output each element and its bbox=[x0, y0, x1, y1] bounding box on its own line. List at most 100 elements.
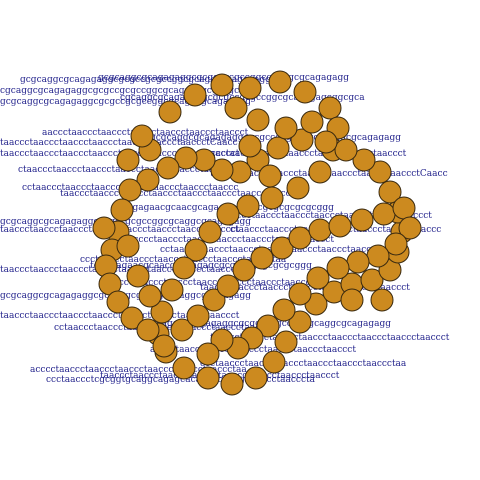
chain-bead bbox=[174, 146, 198, 170]
sequence-line-overprint: taaccctaaccctaaccctaaccctaaccctaaccctaac… bbox=[210, 333, 450, 343]
sequence-line: gcgcaggcgcagagaggcgcgccgcgccggcgcaggcgca… bbox=[0, 217, 251, 227]
chain-bead bbox=[368, 160, 392, 184]
bead-chain-layer bbox=[92, 70, 422, 396]
chain-bead bbox=[334, 138, 358, 162]
chain-bead bbox=[308, 160, 332, 184]
chain-bead bbox=[183, 83, 207, 107]
chain-bead bbox=[266, 136, 290, 160]
chain-bead bbox=[274, 330, 298, 354]
chain-bead bbox=[318, 96, 342, 120]
chain-bead bbox=[196, 366, 220, 390]
chain-bead bbox=[232, 258, 256, 282]
chain-bead bbox=[106, 290, 130, 314]
chain-bead bbox=[250, 246, 274, 270]
chain-bead bbox=[270, 236, 294, 260]
chain-bead bbox=[152, 334, 176, 358]
sequence-line: acccctaaccctaaccctaaccctaaccctaaccctaacc… bbox=[128, 235, 334, 245]
chain-bead bbox=[136, 168, 160, 192]
chain-bead bbox=[150, 300, 174, 324]
sequence-line: taaccctaaccctaaccctaaccctaaccctaaccctaac… bbox=[0, 265, 240, 275]
chain-bead bbox=[246, 108, 270, 132]
chain-bead bbox=[236, 194, 260, 218]
sequence-line-overprint: aaccctaaccctaaccctaaccctaaccctaaccctaacc… bbox=[200, 149, 407, 159]
chain-bead bbox=[202, 288, 226, 312]
chain-bead bbox=[288, 226, 312, 250]
chain-bead bbox=[92, 216, 116, 240]
chain-bead bbox=[290, 128, 314, 152]
chain-bead bbox=[360, 268, 384, 292]
chain-bead bbox=[346, 250, 370, 274]
chain-bead bbox=[126, 264, 150, 288]
chain-bead bbox=[210, 328, 234, 352]
sequence-line-overprint: ccctaaccctaaccctaaccctaaccctaaccctaaccct… bbox=[200, 359, 407, 369]
chain-bead bbox=[370, 288, 394, 312]
chain-bead bbox=[210, 73, 234, 97]
sequence-line: gcgcaggcgcagagaggcgcgccgcgccggcgcaggcgca… bbox=[20, 75, 271, 85]
chain-bead bbox=[378, 180, 402, 204]
chain-bead bbox=[300, 110, 324, 134]
chain-bead bbox=[258, 164, 282, 188]
sequence-line: cgcaggcgcagagaggcgcgccgcgccggcgcagagagcg… bbox=[0, 86, 245, 96]
chain-bead bbox=[216, 202, 240, 226]
chain-bead bbox=[260, 186, 284, 210]
chain-bead bbox=[244, 366, 268, 390]
chain-bead bbox=[170, 318, 194, 342]
chain-bead bbox=[196, 342, 220, 366]
chain-bead bbox=[120, 306, 144, 330]
chain-bead bbox=[274, 116, 298, 140]
chain-bead bbox=[110, 198, 134, 222]
chain-bead bbox=[186, 304, 210, 328]
chain-bead bbox=[272, 298, 296, 322]
chain-bead bbox=[268, 70, 292, 94]
chain-bead bbox=[224, 96, 248, 120]
chain-bead bbox=[220, 372, 244, 396]
chain-bead bbox=[198, 220, 222, 244]
chain-bead bbox=[136, 318, 160, 342]
chain-bead bbox=[158, 100, 182, 124]
chain-bead bbox=[288, 310, 312, 334]
chain-bead bbox=[293, 80, 317, 104]
chain-bead bbox=[384, 232, 408, 256]
chain-bead bbox=[328, 214, 352, 238]
sequence-line: gcgcaggcgcagagaggcgcgccgcgccggcgcaggcgca… bbox=[0, 97, 251, 107]
chain-bead bbox=[172, 256, 196, 280]
sequence-line: taaccctaaccctaaccctaaccctaaccctaaccctaac… bbox=[0, 311, 240, 321]
chain-bead bbox=[366, 244, 390, 268]
chain-bead bbox=[286, 176, 310, 200]
chain-bead bbox=[238, 134, 262, 158]
chain-bead bbox=[256, 314, 280, 338]
chain-bead bbox=[116, 148, 140, 172]
sequence-line-overprint: cgcaggcgcagagaggcgcgccgcgccggcgcagagagcg… bbox=[120, 93, 365, 103]
chain-bead bbox=[372, 202, 396, 226]
chain-bead bbox=[314, 130, 338, 154]
sequence-line: taaccctaaccctaaccctaaccctaaccctaaccctaac… bbox=[222, 211, 432, 221]
sequence-line-overprint: acccctaaccctaaccctaaccctaaccctaaccctaacc… bbox=[150, 345, 356, 355]
chain-bead bbox=[238, 76, 262, 100]
chain-bead bbox=[288, 282, 312, 306]
chain-bead bbox=[160, 278, 184, 302]
chain-bead bbox=[184, 238, 208, 262]
chain-bead bbox=[116, 234, 140, 258]
chain-bead bbox=[216, 274, 240, 298]
chain-bead bbox=[138, 284, 162, 308]
chain-bead bbox=[350, 208, 374, 232]
chain-bead bbox=[392, 196, 416, 220]
chain-bead bbox=[308, 218, 332, 242]
chain-bead bbox=[156, 156, 180, 180]
chain-bead bbox=[352, 148, 376, 172]
chain-bead bbox=[326, 256, 350, 280]
chain-bead bbox=[118, 178, 142, 202]
sequence-line-overprint: taaccctaaccctaaccctaaccctaaccctaaccctaac… bbox=[100, 371, 340, 381]
chain-bead bbox=[210, 158, 234, 182]
chain-bead bbox=[130, 124, 154, 148]
chain-bead bbox=[398, 216, 422, 240]
chain-bead bbox=[340, 288, 364, 312]
sequence-line-overprint: tgaggagaacgcaacgcagagagcgcgcgcgcgcgcgcgg… bbox=[90, 261, 312, 271]
sequence-line-overprint: taaccctaaccctaaccctaaccctaaccctaaccctaac… bbox=[60, 189, 300, 199]
chain-bead bbox=[172, 356, 196, 380]
sequence-line: taaccctaaccctaaccctaaccctaaccctaaccctaac… bbox=[0, 138, 238, 148]
sequence-line: acccctaaccctaaccctaaccctaaccctaaccctaacc… bbox=[30, 365, 247, 375]
chain-bead bbox=[306, 266, 330, 290]
